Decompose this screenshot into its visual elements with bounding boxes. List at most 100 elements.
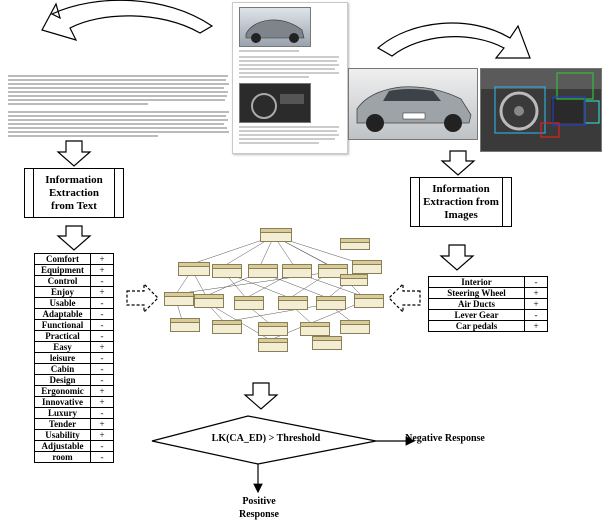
attribute-row: Equipment+ xyxy=(34,264,114,276)
bayesian-network xyxy=(162,224,388,354)
attribute-name: Lever Gear xyxy=(428,309,525,321)
attribute-sign: + xyxy=(90,385,114,397)
network-node xyxy=(212,264,242,278)
attribute-name: Adaptable xyxy=(34,308,91,320)
attribute-name: Enjoy xyxy=(34,286,91,298)
network-node xyxy=(258,338,288,352)
attribute-row: Cabin- xyxy=(34,363,114,375)
attribute-name: Adjustable xyxy=(34,440,91,452)
network-node xyxy=(352,260,382,274)
attribute-name: Car pedals xyxy=(428,320,525,332)
attribute-row: Steering Wheel+ xyxy=(428,287,548,299)
attribute-sign: - xyxy=(90,363,114,375)
attribute-sign: + xyxy=(90,253,114,265)
attribute-sign: + xyxy=(90,341,114,353)
network-node xyxy=(170,318,200,332)
attribute-sign: - xyxy=(90,308,114,320)
network-node xyxy=(340,320,370,334)
attribute-sign: - xyxy=(90,440,114,452)
network-node xyxy=(178,262,210,276)
car-exterior-thumbnail xyxy=(239,7,311,47)
attribute-row: Luxury- xyxy=(34,407,114,419)
attribute-name: Cabin xyxy=(34,363,91,375)
text-extraction-title: Information Extraction from Text xyxy=(45,173,103,212)
attribute-name: Practical xyxy=(34,330,91,342)
car-exterior-photo xyxy=(348,68,478,140)
attribute-name: Functional xyxy=(34,319,91,331)
attribute-sign: + xyxy=(524,298,548,310)
attribute-name: Design xyxy=(34,374,91,386)
attribute-row: Interior- xyxy=(428,276,548,288)
attribute-sign: - xyxy=(90,352,114,364)
attribute-row: Design- xyxy=(34,374,114,386)
attribute-row: Practical- xyxy=(34,330,114,342)
network-node xyxy=(164,292,194,306)
attribute-row: Ergonomic+ xyxy=(34,385,114,397)
attribute-sign: + xyxy=(90,418,114,430)
attribute-name: Interior xyxy=(428,276,525,288)
attribute-sign: - xyxy=(524,276,548,288)
attribute-row: room- xyxy=(34,451,114,463)
down-arrow-icon xyxy=(56,140,476,410)
attribute-row: Easy+ xyxy=(34,341,114,353)
image-extraction-box: Information Extraction from Images xyxy=(410,177,512,227)
source-document-page xyxy=(232,2,348,154)
image-attributes-table: Interior-Steering Wheel+Air Ducts+Lever … xyxy=(428,276,548,332)
attribute-row: Adjustable- xyxy=(34,440,114,452)
attribute-row: Tender+ xyxy=(34,418,114,430)
network-node xyxy=(234,296,264,310)
attribute-row: Car pedals+ xyxy=(428,320,548,332)
network-node xyxy=(258,322,288,336)
attribute-sign: - xyxy=(90,374,114,386)
attribute-sign: + xyxy=(90,396,114,408)
attribute-name: Control xyxy=(34,275,91,287)
network-node xyxy=(278,296,308,310)
attribute-name: Ergonomic xyxy=(34,385,91,397)
text-extraction-box: Information Extraction from Text xyxy=(24,168,124,218)
network-node xyxy=(282,264,312,278)
network-node xyxy=(248,264,278,278)
attribute-sign: + xyxy=(524,287,548,299)
attribute-sign: + xyxy=(90,264,114,276)
attribute-name: room xyxy=(34,451,91,463)
attribute-name: Luxury xyxy=(34,407,91,419)
network-node xyxy=(312,336,342,350)
attribute-name: leisure xyxy=(34,352,91,364)
network-node xyxy=(340,274,368,286)
decision-condition: LK(CA_ED) > Threshold xyxy=(211,433,321,444)
network-node xyxy=(316,296,346,310)
attribute-name: Easy xyxy=(34,341,91,353)
network-node xyxy=(300,322,330,336)
attribute-name: Innovative xyxy=(34,396,91,408)
attribute-row: Usable- xyxy=(34,297,114,309)
curved-arrow-left-icon xyxy=(41,0,214,41)
attribute-row: Enjoy+ xyxy=(34,286,114,298)
negative-response-label: Negative Response xyxy=(405,433,485,444)
attribute-row: Lever Gear- xyxy=(428,309,548,321)
attribute-sign: + xyxy=(524,320,548,332)
attribute-sign: - xyxy=(90,297,114,309)
car-interior-thumbnail xyxy=(239,83,311,123)
attribute-name: Air Ducts xyxy=(428,298,525,310)
attribute-row: leisure- xyxy=(34,352,114,364)
source-text-paragraph xyxy=(8,74,230,138)
attribute-sign: + xyxy=(90,429,114,441)
attribute-sign: - xyxy=(90,451,114,463)
attribute-sign: - xyxy=(524,309,548,321)
image-extraction-title: Information Extraction from Images xyxy=(423,182,499,221)
attribute-row: Usability+ xyxy=(34,429,114,441)
attribute-name: Usable xyxy=(34,297,91,309)
attribute-name: Tender xyxy=(34,418,91,430)
attribute-name: Comfort xyxy=(34,253,91,265)
dashed-arrow-icon xyxy=(126,282,421,314)
attribute-sign: + xyxy=(90,286,114,298)
attribute-sign: - xyxy=(90,275,114,287)
attribute-row: Innovative+ xyxy=(34,396,114,408)
text-attributes-table: Comfort+Equipment+Control-Enjoy+Usable-A… xyxy=(34,253,114,463)
network-node xyxy=(340,238,370,250)
network-node xyxy=(354,294,384,308)
attribute-sign: - xyxy=(90,319,114,331)
attribute-sign: - xyxy=(90,330,114,342)
attribute-row: Adaptable- xyxy=(34,308,114,320)
